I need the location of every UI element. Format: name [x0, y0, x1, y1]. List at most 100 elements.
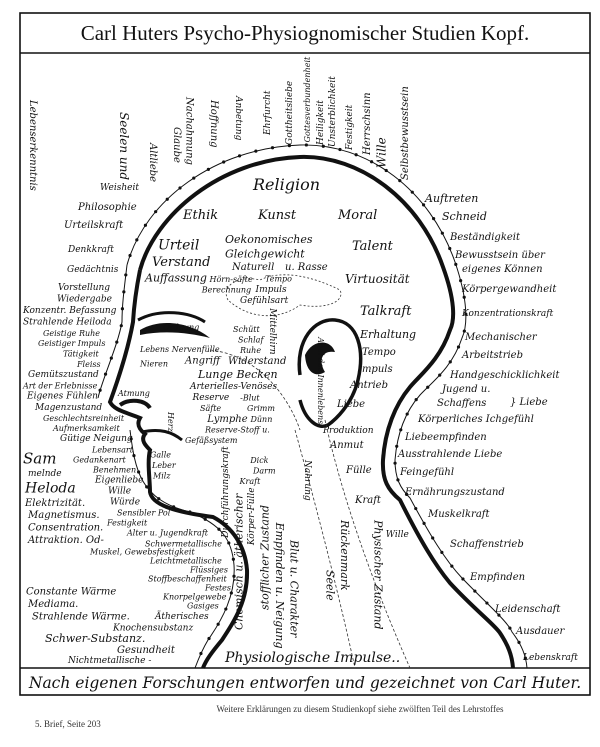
- front-label-wrapper: Geistiger Impuls: [38, 339, 105, 348]
- front-label-wrapper: Leichtmetallische: [149, 556, 222, 565]
- contour-dot: [206, 167, 210, 171]
- nostril: [118, 398, 152, 410]
- contour-dot: [473, 589, 477, 593]
- front-label: Gasiges: [187, 601, 219, 610]
- ear: [297, 318, 363, 428]
- contour-dot: [456, 345, 461, 349]
- front-label-wrapper: Philosophie: [77, 202, 137, 213]
- inner-label: Lebens Nervenfülle: [139, 345, 220, 354]
- inner-label: Talkraft: [360, 304, 412, 319]
- back-label: Konzentrationskraft: [461, 309, 554, 319]
- front-label: Eigenes Fühlen: [26, 392, 98, 402]
- inner-label: Impuls: [357, 364, 393, 375]
- front-label-wrapper: Knochensubstanz: [112, 624, 193, 634]
- contour-dot: [178, 186, 182, 190]
- front-label: Ätherisches: [154, 610, 209, 622]
- inner-label-wrapper: Reserve-Stoff u.: [204, 426, 270, 435]
- front-label: Heloda: [24, 480, 76, 496]
- contour-dot: [485, 601, 489, 605]
- inner-label-wrapper: Tempo: [362, 347, 396, 358]
- contour-dot: [399, 428, 403, 432]
- back-label-wrapper: Jugend u.: [440, 384, 490, 395]
- inner-label-wrapper: Rückenmark: [338, 519, 351, 591]
- contour-dot: [304, 143, 308, 147]
- inner-label: Lymphe: [206, 414, 247, 425]
- contour-dot: [384, 168, 388, 173]
- inner-label-wrapper: Mittelhirn: [267, 307, 277, 355]
- crown-label-wrapper: Hoffnung: [208, 99, 219, 148]
- contour-dot: [216, 622, 220, 626]
- contour-dot: [231, 557, 235, 561]
- inner-label-wrapper: Lunge Becken: [197, 368, 278, 381]
- back-label-wrapper: Arbeitstrieb: [461, 350, 523, 361]
- crown-label-wrapper: Gottheitsliebe: [285, 81, 295, 145]
- inner-label: Naturell: [231, 262, 274, 273]
- front-label: Denkkraft: [67, 245, 114, 255]
- outer-frame: [19, 12, 591, 696]
- crown-label-wrapper: Herrschsinn: [362, 92, 373, 156]
- inner-label-wrapper: Milz: [152, 472, 171, 481]
- back-label: Körpergewandheit: [461, 284, 557, 295]
- front-label-wrapper: Geistige Ruhe: [43, 329, 100, 338]
- front-label: Gütige Neigung: [60, 434, 133, 444]
- inner-label: Kunst: [257, 208, 297, 223]
- contour-dot: [145, 485, 149, 489]
- inner-label: Ethik: [182, 208, 218, 223]
- back-label-wrapper: Ausstrahlende Liebe: [397, 449, 502, 460]
- contour-dot: [393, 461, 397, 465]
- contour-dot: [440, 231, 444, 235]
- front-label: Geschlechtsreinheit: [43, 414, 125, 423]
- inner-label: Moral: [337, 208, 377, 223]
- inner-label: Produktion: [322, 426, 374, 436]
- inner-label: Kraft: [239, 477, 262, 486]
- inner-label: Religion: [252, 175, 320, 194]
- inner-label: Herz: [166, 411, 175, 433]
- front-label: Knorpelgewebe: [162, 592, 227, 601]
- inner-label-wrapper: Impuls: [255, 285, 288, 295]
- inner-label: Urteil: [158, 237, 199, 253]
- crown-label-wrapper: Ehrfurcht: [263, 90, 273, 136]
- contour-dot: [227, 541, 231, 545]
- inner-label: Durchführungskraft: [221, 446, 231, 539]
- back-label-wrapper: Lebenskraft: [522, 653, 578, 663]
- back-label: Handgeschicklichkeit: [449, 370, 560, 381]
- inner-label-wrapper: Auffassung: [144, 271, 207, 284]
- front-label: Weisheit: [100, 183, 139, 193]
- contour-dot: [459, 279, 463, 283]
- crown-label: Anbetung: [233, 95, 243, 141]
- back-label: Feingefühl: [399, 467, 454, 478]
- inner-label-wrapper: Ethik: [182, 208, 218, 223]
- back-label-wrapper: Feingefühl: [399, 467, 454, 478]
- inner-label-wrapper: Oekonomisches: [225, 233, 313, 246]
- contour-dot: [321, 144, 325, 148]
- contour-dot: [396, 478, 400, 482]
- crown-label: Ehrfurcht: [263, 90, 273, 136]
- back-label-wrapper: } Liebe: [510, 397, 548, 408]
- front-label: Elektrizität.: [24, 498, 85, 509]
- crown-label-wrapper: Glaube: [171, 127, 182, 163]
- contour-dot: [414, 506, 418, 511]
- mouth: [141, 428, 183, 442]
- back-label: Lebenskraft: [522, 653, 578, 663]
- front-label-wrapper: Strahlende Heiloda: [23, 317, 112, 327]
- inner-label-wrapper: Atmung: [117, 389, 150, 398]
- naturell-region: [225, 274, 342, 317]
- inner-label-wrapper: Wille: [386, 530, 409, 540]
- contour-dot: [410, 190, 414, 194]
- front-label: Leichtmetallische: [149, 556, 222, 565]
- front-label-wrapper: Tätigkeit: [63, 349, 100, 358]
- contour-dot: [224, 607, 228, 611]
- crown-label: Unsterblichkeit: [328, 76, 338, 147]
- inner-label: Fülle: [345, 465, 372, 476]
- contour-dot: [229, 591, 233, 595]
- crown-label-wrapper: Selbstbewusstsein: [400, 86, 411, 180]
- inner-label-wrapper: Kraft: [354, 495, 382, 506]
- inner-label-wrapper: Tempo: [265, 275, 292, 284]
- front-label-wrapper: Schwer-Substanz.: [45, 632, 145, 645]
- inner-label-wrapper: Antrieb: [349, 380, 388, 391]
- front-label: Geistige Ruhe: [43, 329, 100, 338]
- crown-label: Wille: [374, 137, 388, 168]
- inner-label-wrapper: Dünn: [249, 415, 272, 424]
- front-label: Knochensubstanz: [112, 624, 193, 634]
